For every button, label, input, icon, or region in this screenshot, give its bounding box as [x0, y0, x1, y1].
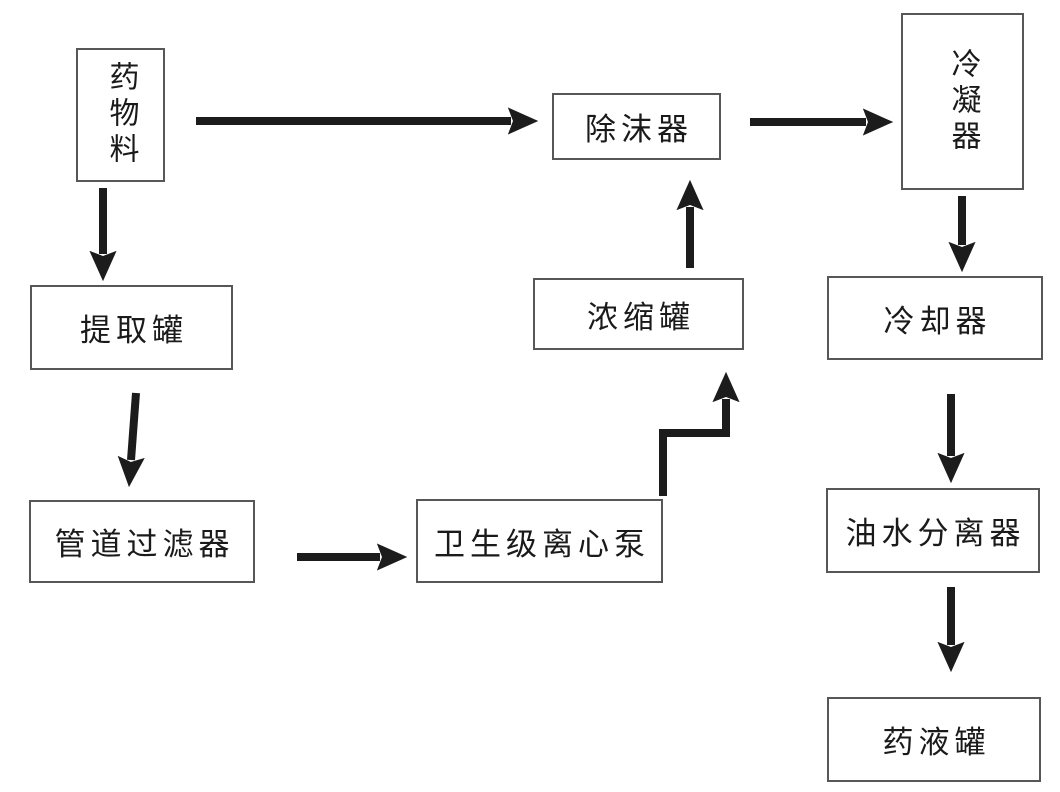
node-sanitary-centrifugal-pump-label: 卫生级离心泵 — [434, 526, 650, 562]
node-pipeline-filter-label: 管道过滤器 — [54, 527, 235, 562]
node-cooler-label: 冷却器 — [883, 303, 992, 339]
node-cooler: 冷却器 — [827, 276, 1043, 360]
node-condenser: 冷凝器 — [901, 13, 1024, 190]
node-drug-material-label: 药物料 — [104, 61, 138, 169]
node-demister: 除沫器 — [552, 93, 721, 160]
node-concentration-tank-label: 浓缩罐 — [587, 299, 695, 335]
node-sanitary-centrifugal-pump: 卫生级离心泵 — [416, 499, 663, 583]
arrow-sanitary-pump-to-concentration-tank — [659, 371, 740, 496]
node-liquid-medicine-tank-label: 药液罐 — [882, 725, 991, 760]
node-pipeline-filter: 管道过滤器 — [29, 500, 255, 583]
node-oil-water-separator-label: 油水分离器 — [845, 516, 1026, 551]
node-concentration-tank: 浓缩罐 — [533, 278, 744, 350]
node-demister-label: 除沫器 — [585, 112, 693, 147]
node-extraction-tank-label: 提取罐 — [80, 313, 188, 348]
node-oil-water-separator: 油水分离器 — [826, 488, 1040, 573]
node-condenser-label: 冷凝器 — [946, 47, 980, 156]
node-extraction-tank: 提取罐 — [30, 285, 233, 370]
arrow-extraction-tank-to-pipeline-filter — [117, 392, 145, 488]
node-drug-material: 药物料 — [76, 48, 165, 182]
node-liquid-medicine-tank: 药液罐 — [827, 697, 1041, 782]
